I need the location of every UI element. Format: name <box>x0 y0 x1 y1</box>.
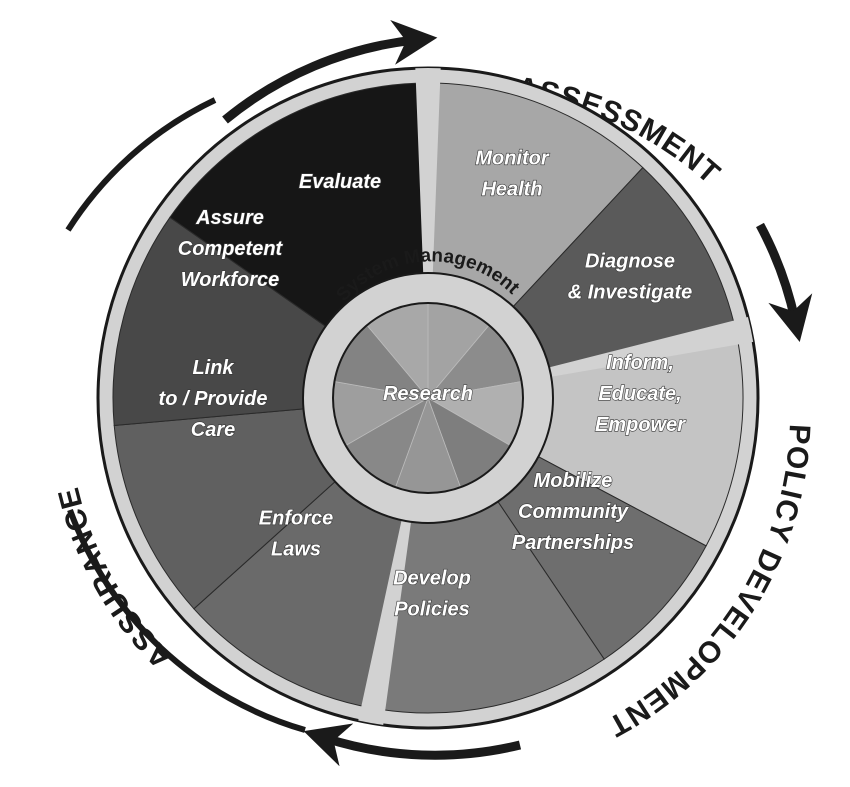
research-label: Research <box>383 383 473 405</box>
arc-left-line-top <box>65 97 217 232</box>
service-label-line: & Investigate <box>568 282 692 304</box>
service-label-3: Inform, Educate, Empower <box>595 352 686 436</box>
service-label-line: Health <box>481 179 542 201</box>
service-label-line: Diagnose <box>585 251 675 273</box>
service-segments <box>112 82 744 714</box>
arrow-policy-to-assurance <box>303 723 522 767</box>
phase-dividers <box>358 67 754 725</box>
service-label-line: Evaluate <box>299 171 381 193</box>
service-label-line: Monitor <box>475 148 550 170</box>
service-label-9: Evaluate <box>299 171 381 193</box>
phase-divider-2 <box>549 317 754 377</box>
service-label-line: Develop <box>393 568 471 590</box>
cycle-arrows <box>65 20 813 767</box>
service-label-2: Diagnose & Investigate <box>568 251 692 304</box>
service-label-line: Educate, <box>598 383 681 405</box>
service-label-line: Partnerships <box>512 532 634 554</box>
arrow-assurance-to-assessment <box>222 20 438 124</box>
phase-divider-1 <box>415 67 441 274</box>
service-label-line: Mobilize <box>534 470 613 492</box>
arrow-assessment-to-policy <box>756 222 813 342</box>
service-label-line: Care <box>191 419 235 441</box>
service-label-line: Empower <box>595 414 686 436</box>
service-label-line: Community <box>518 501 629 523</box>
service-label-line: to / Provide <box>159 388 268 410</box>
service-label-line: Link <box>192 357 234 379</box>
arc-left-line <box>67 508 306 733</box>
service-label-line: Assure <box>195 207 264 229</box>
core-outline <box>332 302 524 494</box>
service-label-line: Workforce <box>181 269 280 291</box>
service-label-line: Inform, <box>606 352 674 374</box>
center-core <box>332 302 524 494</box>
service-label-line: Policies <box>394 599 470 621</box>
service-label-line: Competent <box>178 238 284 260</box>
service-label-line: Laws <box>271 539 321 561</box>
phase-divider-3 <box>358 520 412 725</box>
service-label-line: Enforce <box>259 508 333 530</box>
